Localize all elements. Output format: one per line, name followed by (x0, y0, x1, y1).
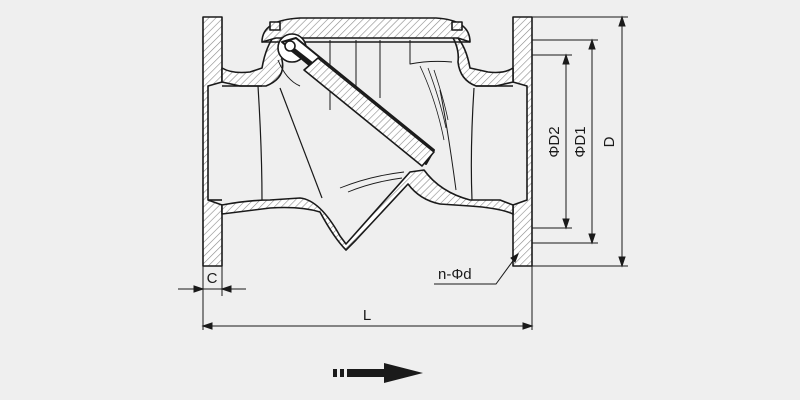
disc-plate (303, 57, 435, 167)
lower-body-wall (221, 169, 514, 251)
left-flange (202, 16, 223, 267)
bonnet-bolt-left (269, 21, 281, 31)
label-D1: ΦD1 (572, 126, 589, 157)
label-holes: n-Φd (438, 266, 472, 283)
bonnet-bolt-right (451, 21, 463, 31)
label-D: D (601, 136, 618, 147)
label-L: L (363, 307, 371, 324)
right-flange (512, 16, 533, 267)
hinge-pin (284, 40, 296, 52)
swing-disc-assembly (277, 33, 435, 167)
dimension-lines (178, 15, 628, 330)
label-D2: ΦD2 (546, 126, 563, 157)
valve-body (202, 16, 533, 267)
flow-direction-arrow (333, 363, 423, 383)
holes-leader (434, 253, 519, 285)
label-C: C (207, 270, 218, 287)
